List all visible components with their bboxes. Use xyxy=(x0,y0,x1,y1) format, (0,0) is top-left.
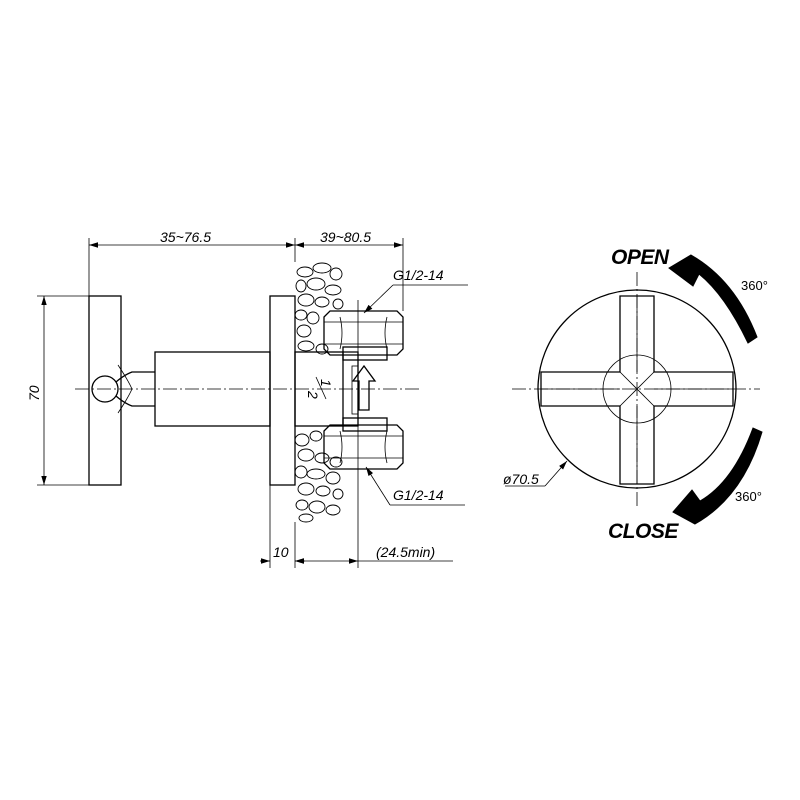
dim-bottom-right-label: (24.5min) xyxy=(376,544,435,560)
wall-hatch xyxy=(294,262,344,523)
fraction-numerator: 1 xyxy=(318,379,334,387)
diameter-label: ø70.5 xyxy=(503,471,539,487)
diameter-callout: ø70.5 xyxy=(503,460,568,487)
lower-hex-nut xyxy=(323,424,404,470)
thread-bottom-label: G1/2-14 xyxy=(393,487,444,503)
dimension-bottom: 10 (24.5min) xyxy=(260,480,453,568)
close-rotation-arrow xyxy=(672,427,763,525)
open-label: OPEN xyxy=(611,246,670,269)
dim-bottom-left-label: 10 xyxy=(273,544,289,560)
close-angle-label: 360° xyxy=(735,489,762,504)
thread-callout-bottom: G1/2-14 xyxy=(365,466,465,506)
dim-top-left-label: 35~76.5 xyxy=(160,229,211,245)
open-angle-label: 360° xyxy=(741,278,768,293)
dim-height-label: 70 xyxy=(26,385,42,401)
handle-side xyxy=(88,295,155,486)
escutcheon-plate xyxy=(269,295,296,486)
side-view: 1 2 35~76.5 39~80.5 70 G1/2-14 xyxy=(26,229,468,568)
front-view: ø70.5 OPEN CLOSE 360° 360° xyxy=(503,246,768,543)
dim-top-right-label: 39~80.5 xyxy=(320,229,371,245)
thread-callout-top: G1/2-14 xyxy=(363,267,468,314)
fraction-denominator: 2 xyxy=(305,390,321,399)
upper-hex-nut xyxy=(323,310,404,356)
dimension-top: 35~76.5 39~80.5 xyxy=(88,229,404,311)
thread-top-label: G1/2-14 xyxy=(393,267,444,283)
flow-arrow xyxy=(351,364,377,411)
size-fraction: 1 2 xyxy=(305,376,334,400)
close-label: CLOSE xyxy=(608,520,679,543)
dimension-height: 70 xyxy=(26,295,89,486)
open-rotation-arrow xyxy=(668,254,758,344)
